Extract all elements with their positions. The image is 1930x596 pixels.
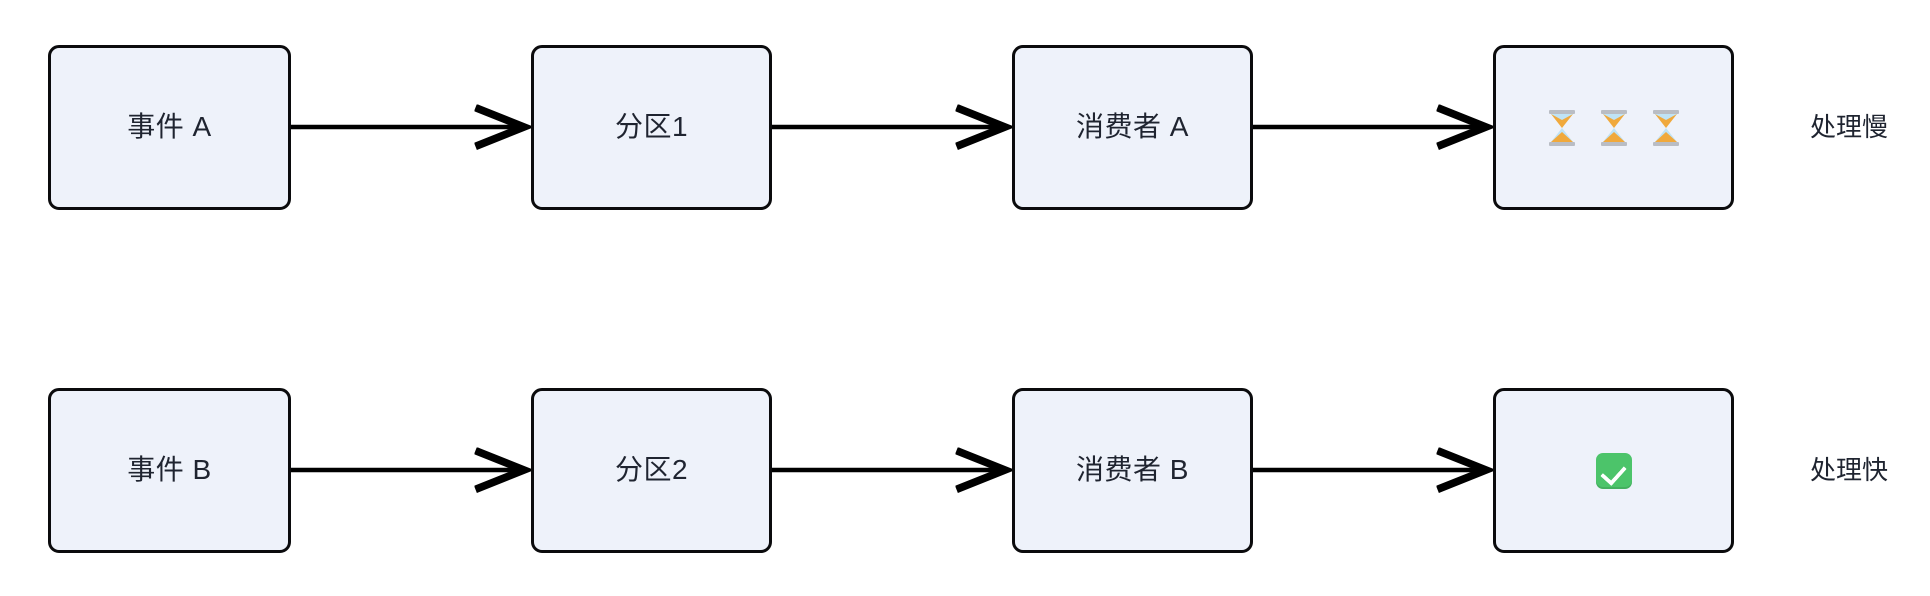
hourglass-icon xyxy=(1600,109,1627,146)
annotation-fast: 处理快 xyxy=(1810,455,1889,485)
node-consumer-b[interactable]: 消费者 B xyxy=(1012,388,1253,553)
node-event-a[interactable]: 事件 A xyxy=(48,45,291,210)
annotation-slow: 处理慢 xyxy=(1810,112,1889,142)
node-status-fast[interactable] xyxy=(1493,388,1734,553)
node-partition-1[interactable]: 分区1 xyxy=(531,45,772,210)
node-status-slow[interactable] xyxy=(1493,45,1734,210)
node-event-b[interactable]: 事件 B xyxy=(48,388,291,553)
hourglass-icon xyxy=(1548,109,1575,146)
node-consumer-a[interactable]: 消费者 A xyxy=(1012,45,1253,210)
check-group xyxy=(1595,452,1632,489)
node-partition-1-label: 分区1 xyxy=(614,111,689,143)
node-partition-2[interactable]: 分区2 xyxy=(531,388,772,553)
node-partition-2-label: 分区2 xyxy=(614,454,689,486)
check-mark-icon xyxy=(1595,452,1632,489)
hourglass-group xyxy=(1548,109,1679,146)
node-event-b-label: 事件 B xyxy=(127,454,212,486)
node-event-a-label: 事件 A xyxy=(127,111,212,143)
hourglass-icon xyxy=(1652,109,1679,146)
node-consumer-b-label: 消费者 B xyxy=(1076,454,1189,486)
node-consumer-a-label: 消费者 A xyxy=(1076,111,1189,143)
